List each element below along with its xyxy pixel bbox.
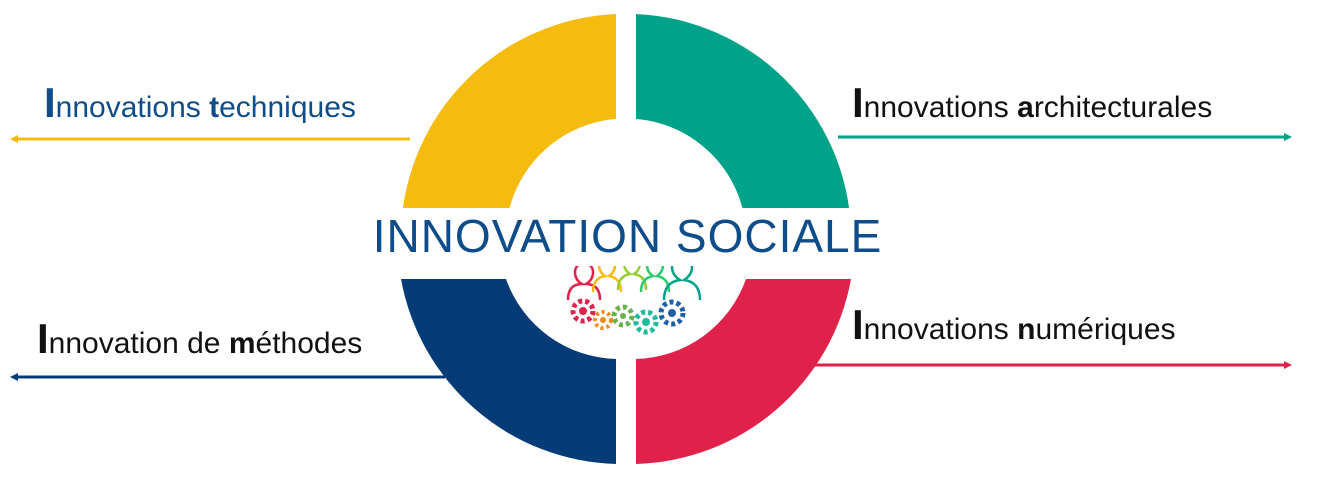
arrow-top-right — [838, 133, 1292, 141]
label-innovations-techniques: Innovations techniques — [44, 82, 356, 124]
label-initial: I — [852, 79, 864, 126]
label-text-rest: echniques — [219, 91, 356, 124]
quadrant-bottom-right — [636, 279, 851, 464]
label-initial: I — [852, 301, 864, 348]
label-text: nnovations — [863, 91, 1018, 124]
label-text: nnovations — [55, 91, 210, 124]
label-bold-letter: a — [1017, 91, 1034, 124]
label-innovations-architecturales: Innovations architecturales — [852, 82, 1212, 124]
label-text: nnovation de — [48, 327, 229, 360]
quadrant-top-left — [401, 14, 616, 229]
arrow-top-left — [10, 135, 410, 143]
quadrant-top-right — [636, 14, 851, 229]
label-bold-letter: t — [209, 91, 220, 124]
arrow-bottom-left — [10, 373, 445, 381]
center-title: INNOVATION SOCIALE — [300, 213, 955, 259]
label-bold-letter: n — [1017, 313, 1036, 346]
arrow-bottom-right — [812, 361, 1292, 369]
label-innovations-numeriques: Innovations numériques — [852, 304, 1176, 346]
label-text-rest: rchitecturales — [1033, 91, 1213, 124]
label-text-rest: umériques — [1035, 313, 1176, 346]
label-initial: I — [44, 79, 56, 126]
label-initial: I — [37, 315, 49, 362]
people-and-gears-icon — [566, 253, 702, 335]
label-text-rest: éthodes — [255, 327, 363, 360]
label-bold-letter: m — [228, 327, 256, 360]
quadrant-bottom-left — [401, 279, 616, 464]
label-innovation-de-methodes: Innovation de méthodes — [37, 318, 362, 360]
label-text: nnovations — [863, 313, 1018, 346]
